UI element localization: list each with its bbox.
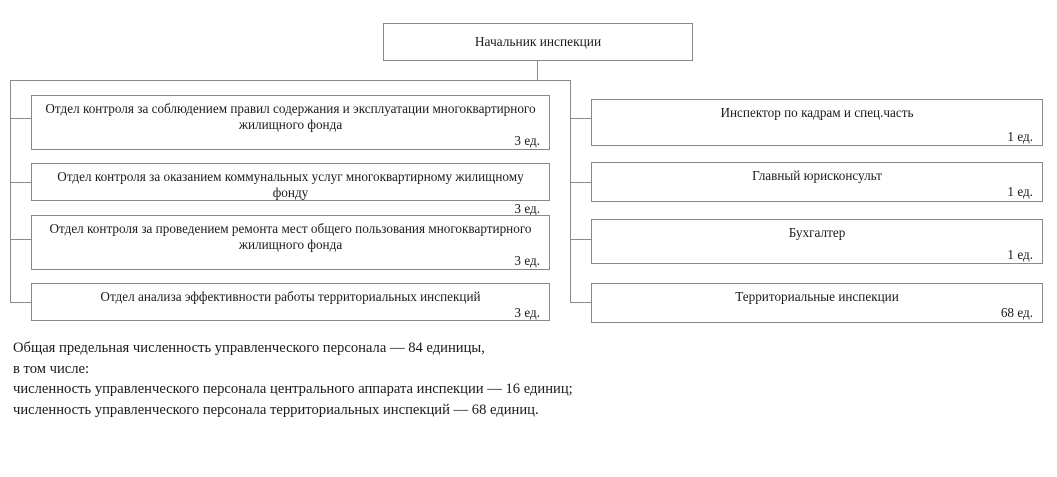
connector-root-drop <box>537 61 538 81</box>
connector-right-stub-1 <box>570 118 592 119</box>
connector-left-stub-3 <box>10 239 32 240</box>
connector-right-stub-2 <box>570 182 592 183</box>
node-label: Отдел контроля за проведением ремонта ме… <box>49 221 532 252</box>
node-count: 3 ед. <box>514 305 540 320</box>
summary-line-territorial: численность управленческого персонала те… <box>13 401 539 418</box>
node-count: 1 ед. <box>1007 129 1033 144</box>
node-chief-legal-counsel[interactable]: Главный юрисконсульт 1 ед. <box>591 162 1043 202</box>
summary-line-including: в том числе: <box>13 360 90 377</box>
node-dept-utility-services-control[interactable]: Отдел контроля за оказанием коммунальных… <box>31 163 550 216</box>
node-territorial-inspections[interactable]: Территориальные инспекции 68 ед. <box>591 283 1043 323</box>
node-label: Главный юрисконсульт <box>752 168 882 183</box>
connector-right-stub-3 <box>570 239 592 240</box>
node-count: 1 ед. <box>1007 184 1033 199</box>
node-label: Инспектор по кадрам и спец.часть <box>720 105 914 120</box>
node-hr-inspector[interactable]: Инспектор по кадрам и спец.часть 1 ед. <box>591 99 1043 146</box>
connector-left-trunk <box>10 80 11 303</box>
node-dept-housing-maintenance-control[interactable]: Отдел контроля за соблюдением правил сод… <box>31 95 550 150</box>
node-count: 68 ед. <box>1000 305 1033 320</box>
node-count: 3 ед. <box>514 201 540 216</box>
connector-left-stub-4 <box>10 302 32 303</box>
node-count: 1 ед. <box>1007 247 1033 262</box>
connector-main-bar <box>10 80 571 81</box>
node-dept-common-area-repair-control[interactable]: Отдел контроля за проведением ремонта ме… <box>31 215 550 270</box>
connector-right-stub-4 <box>570 302 592 303</box>
summary-text-block: Общая предельная численность управленчес… <box>13 338 713 420</box>
node-chief-inspector[interactable]: Начальник инспекции <box>383 23 693 61</box>
summary-line-total: Общая предельная численность управленчес… <box>13 340 485 356</box>
connector-right-trunk <box>570 80 571 303</box>
node-label: Территориальные инспекции <box>735 289 899 304</box>
node-label: Отдел контроля за оказанием коммунальных… <box>57 169 524 200</box>
node-label: Отдел анализа эффективности работы терри… <box>100 289 481 304</box>
node-label: Бухгалтер <box>788 225 846 240</box>
node-label: Отдел контроля за соблюдением правил сод… <box>45 101 536 132</box>
node-accountant[interactable]: Бухгалтер 1 ед. <box>591 219 1043 264</box>
node-count: 3 ед. <box>514 253 540 268</box>
node-label: Начальник инспекции <box>474 34 602 49</box>
summary-line-central-office: численность управленческого персонала це… <box>13 381 573 397</box>
node-dept-territorial-efficiency-analysis[interactable]: Отдел анализа эффективности работы терри… <box>31 283 550 321</box>
connector-left-stub-2 <box>10 182 32 183</box>
node-count: 3 ед. <box>514 133 540 148</box>
connector-left-stub-1 <box>10 118 32 119</box>
